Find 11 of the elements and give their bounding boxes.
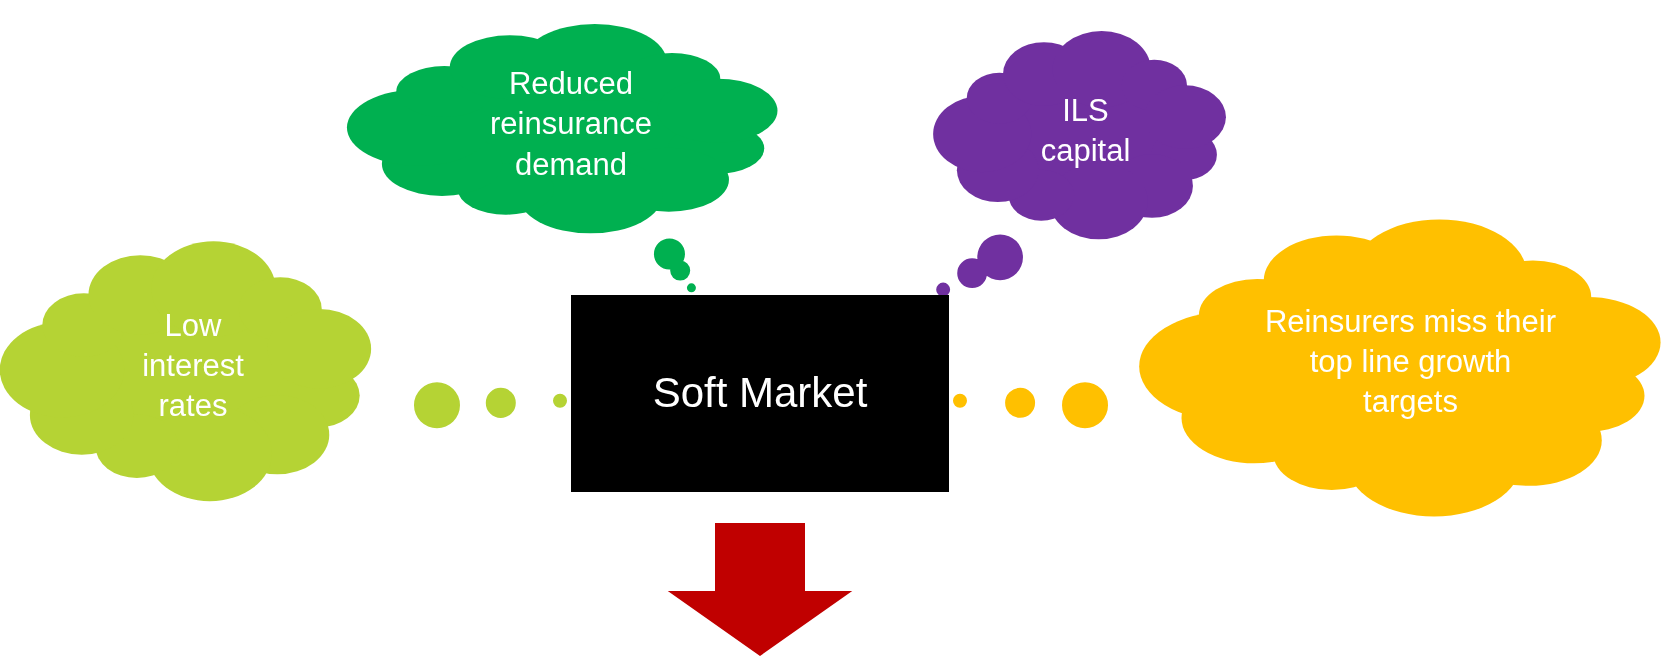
cloud-label: Low interest rates <box>141 306 245 426</box>
thought-bubble-trail <box>936 234 1023 297</box>
thought-bubble-trail <box>414 382 567 429</box>
thought-bubble-trail <box>653 238 696 293</box>
box-label: Soft Market <box>652 368 868 419</box>
thought-bubble-trail <box>953 382 1108 429</box>
process-box <box>571 295 949 492</box>
cloud-label: ILS capital <box>1039 91 1132 170</box>
cloud-label: Reinsurers miss their top line growth targets <box>1263 302 1558 422</box>
block-arrow <box>667 523 853 656</box>
cloud-label: Reduced reinsurance demand <box>489 65 653 184</box>
